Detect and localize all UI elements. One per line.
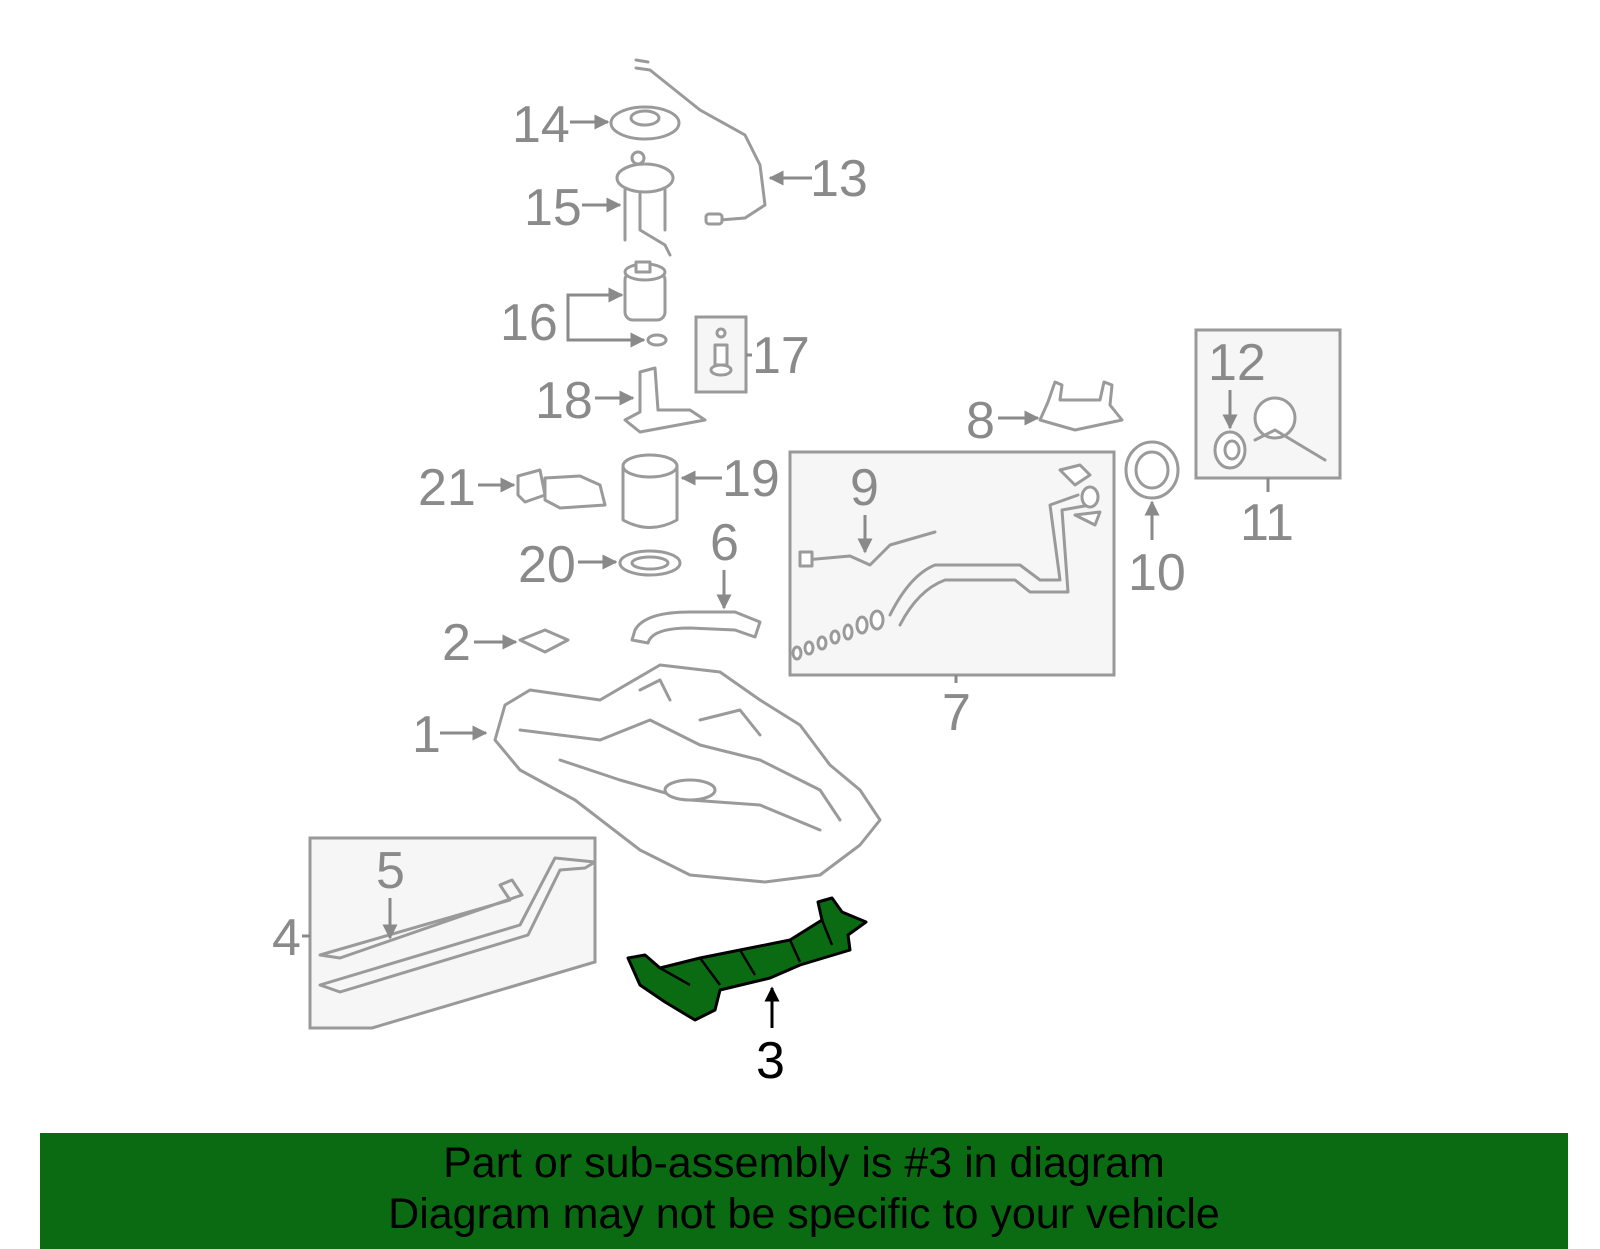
label-14: 14	[512, 96, 570, 154]
part-16-fuel-pump[interactable]	[623, 260, 668, 347]
callout-18: 18	[535, 372, 635, 430]
callout-4: 4	[272, 909, 310, 967]
callout-2: 2	[442, 614, 518, 672]
label-9: 9	[850, 459, 879, 517]
callout-21: 21	[418, 459, 516, 517]
label-13: 13	[810, 150, 868, 208]
callout-19: 19	[680, 450, 780, 508]
callout-9: 9	[850, 459, 879, 554]
label-15: 15	[524, 179, 582, 237]
part-20-gasket[interactable]	[618, 549, 682, 577]
part-15-pump-bracket[interactable]	[615, 150, 675, 257]
part-6-hose[interactable]	[630, 610, 762, 645]
label-8: 8	[966, 392, 995, 450]
part-1-fuel-tank[interactable]	[493, 663, 882, 884]
label-5: 5	[376, 842, 405, 900]
callout-20: 20	[518, 536, 618, 594]
label-4: 4	[272, 909, 301, 967]
label-16: 16	[500, 294, 558, 352]
part-10-filler-housing[interactable]	[1124, 440, 1180, 500]
callout-17: 17	[746, 327, 810, 385]
label-3: 3	[756, 1032, 785, 1090]
info-banner: Part or sub-assembly is #3 in diagram Di…	[40, 1133, 1568, 1249]
part-8-protector[interactable]	[1038, 380, 1124, 432]
part-19-filter[interactable]	[621, 453, 679, 529]
callout-16: 16	[500, 287, 646, 352]
callout-15: 15	[524, 179, 622, 237]
banner-line-1: Part or sub-assembly is #3 in diagram	[443, 1139, 1165, 1187]
part-18-bracket[interactable]	[623, 366, 707, 434]
callout-12: 12	[1208, 334, 1266, 430]
label-12: 12	[1208, 334, 1266, 392]
callout-8: 8	[966, 392, 1040, 450]
part-7-filler-pipe-assembly[interactable]	[788, 450, 1116, 677]
part-3-heat-shield-highlighted[interactable]	[626, 896, 868, 1022]
callout-6: 6	[710, 514, 739, 610]
label-7: 7	[942, 684, 971, 742]
label-20: 20	[518, 536, 576, 594]
callout-7: 7	[942, 675, 971, 742]
callout-5: 5	[376, 842, 405, 940]
part-11-fuel-cap-assembly[interactable]	[1194, 328, 1342, 480]
part-13-fuel-line[interactable]	[634, 58, 767, 226]
label-18: 18	[535, 372, 593, 430]
part-14-gasket[interactable]	[609, 105, 681, 141]
label-19: 19	[722, 450, 780, 508]
callout-10: 10	[1128, 500, 1186, 602]
label-1: 1	[412, 706, 441, 764]
label-11: 11	[1240, 494, 1294, 552]
label-21: 21	[418, 459, 476, 517]
callout-13: 13	[768, 150, 868, 208]
callout-3: 3	[756, 986, 785, 1090]
label-17: 17	[752, 327, 810, 385]
banner-line-2: Diagram may not be specific to your vehi…	[388, 1190, 1220, 1238]
label-6: 6	[710, 514, 739, 572]
part-21-bracket[interactable]	[516, 468, 607, 510]
part-2-pad[interactable]	[518, 628, 570, 654]
callout-1: 1	[412, 706, 488, 764]
callout-14: 14	[512, 96, 610, 154]
part-4-strap-assembly[interactable]	[308, 836, 597, 1030]
label-2: 2	[442, 614, 471, 672]
callout-11: 11	[1240, 478, 1294, 552]
part-17-sender[interactable]	[694, 315, 748, 394]
label-10: 10	[1128, 544, 1186, 602]
